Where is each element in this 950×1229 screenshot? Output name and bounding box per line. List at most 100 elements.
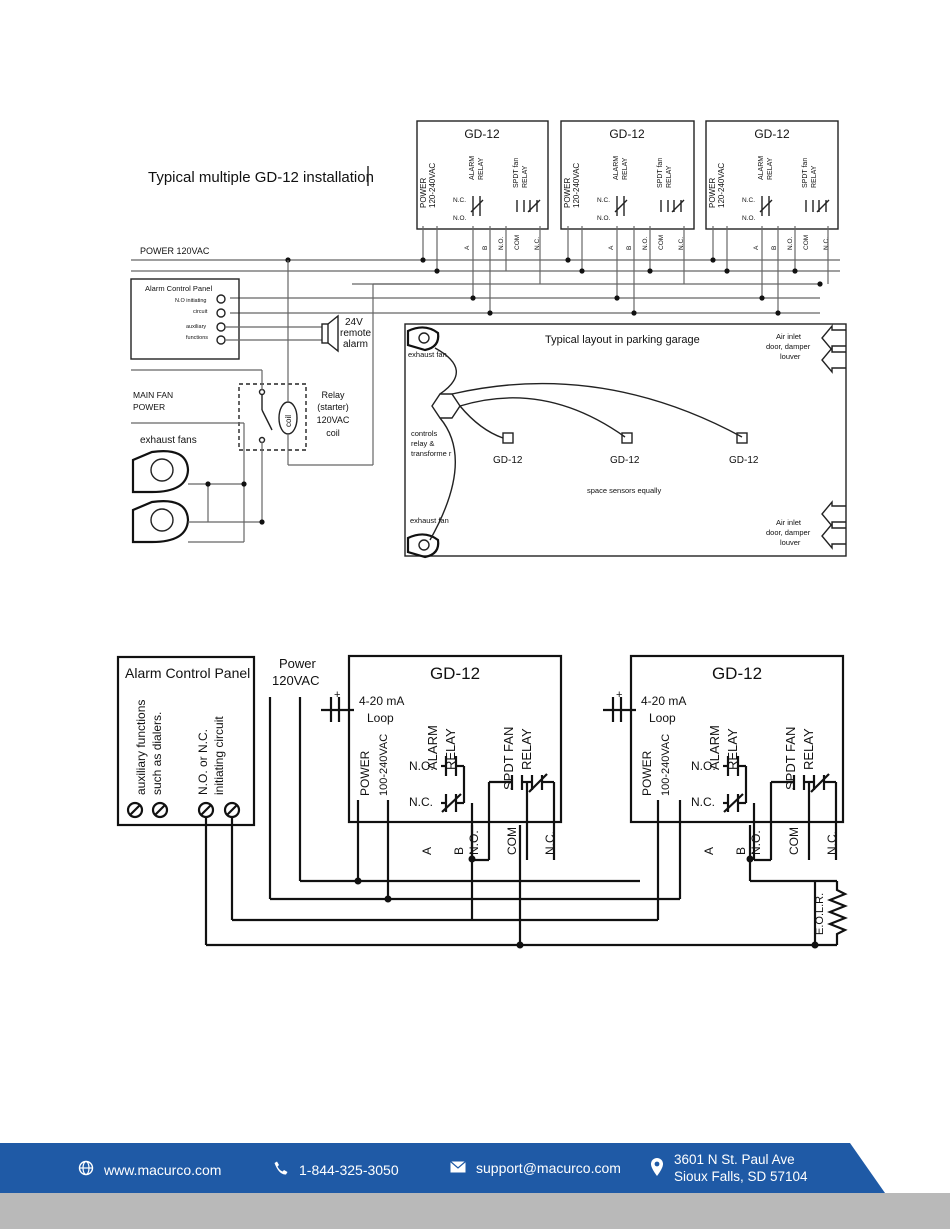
loop-label: 4-20 mA <box>359 694 404 708</box>
unit-nc-label: N.C. <box>453 197 466 204</box>
unit-terminal-label: B <box>626 246 633 250</box>
unit-terminal-label: N.O. <box>642 236 649 250</box>
terminal-label: N.O. <box>467 830 481 855</box>
unit-terminal-label: N.C. <box>823 237 830 250</box>
globe-icon <box>78 1160 94 1179</box>
init-label: N.O. or N.C. <box>196 729 210 795</box>
alarm-label: ALARM <box>707 725 722 770</box>
unit-alarm-label: ALARM <box>758 156 765 180</box>
relay-label: Relay <box>321 390 345 400</box>
remote-alarm-label: 24V <box>345 317 363 328</box>
init-label: initiating circuit <box>212 716 226 795</box>
air-inlet-label: louver <box>780 352 801 361</box>
bottom-gd12-unit-1: GD-12 <box>347 654 563 824</box>
loop-label: Loop <box>649 711 676 725</box>
footer-bar <box>0 1143 885 1193</box>
unit-spdt-label: SPDT fan <box>657 158 664 188</box>
unit-relay-label: RELAY <box>666 165 673 188</box>
terminal-label: N.O. <box>749 830 763 855</box>
garage-note: space sensors equally <box>587 486 661 495</box>
terminal-label: A <box>420 847 434 855</box>
bottom-alarm-panel: Alarm Control Panel auxiliary functions … <box>116 655 256 827</box>
garage-sensor-label: GD-12 <box>729 455 759 466</box>
power-label: 120VAC <box>272 673 319 688</box>
alarm-label: ALARM <box>425 725 440 770</box>
unit-voltage-label: 120-240VAC <box>717 163 726 208</box>
garage-sensor-label: GD-12 <box>493 455 523 466</box>
website-text[interactable]: www.macurco.com <box>104 1161 222 1178</box>
unit-terminal-label: B <box>771 246 778 250</box>
garage-sensor-label: GD-12 <box>610 455 640 466</box>
unit-no-label: N.O. <box>742 215 756 222</box>
air-inlet-label: Air inlet <box>776 332 802 341</box>
unit-relay-label: RELAY <box>811 165 818 188</box>
unit-spdt-label: SPDT fan <box>802 158 809 188</box>
loop-label: 4-20 mA <box>641 694 686 708</box>
unit-alarm-label: ALARM <box>613 156 620 180</box>
controls-label: relay & <box>411 439 434 448</box>
unit-no-label: N.O. <box>453 215 467 222</box>
top-alarm-panel: Alarm Control Panel N.O initiating circu… <box>130 278 240 360</box>
unit-power-label: POWER <box>419 178 428 208</box>
aux-label: auxiliary functions <box>134 700 148 795</box>
loop-plus-label: + <box>616 689 622 701</box>
phone-text[interactable]: 1-844-325-3050 <box>299 1161 399 1178</box>
unit-power-label: POWER <box>708 178 717 208</box>
garage-title: Typical layout in parking garage <box>545 334 700 346</box>
top-gd12-title: GD-12 <box>609 127 645 141</box>
footer-website[interactable]: www.macurco.com <box>78 1160 221 1179</box>
no-label: N.O. <box>691 759 716 773</box>
top-title: Typical multiple GD-12 installation <box>148 169 374 186</box>
unit-terminal-label: N.O. <box>787 236 794 250</box>
footer-email[interactable]: support@macurco.com <box>450 1160 621 1176</box>
air-inlet-arrows <box>821 324 846 550</box>
unit-no-label: N.O. <box>597 215 611 222</box>
power-120vac-label: POWER 120VAC <box>140 246 210 256</box>
footer: www.macurco.com 1-844-325-3050 support@m… <box>0 1143 950 1229</box>
envelope-icon <box>450 1160 466 1176</box>
top-alarm-line: circuit <box>193 309 208 315</box>
relay-label: RELAY <box>519 728 534 770</box>
unit-relay-label: RELAY <box>522 165 529 188</box>
garage-exhaust-label: exhaust fan <box>410 516 449 525</box>
unit-terminal-label: COM <box>803 235 810 250</box>
unit-terminal-label: N.C. <box>678 237 685 250</box>
top-gd12-unit-1: GD-12 <box>416 120 549 230</box>
unit-spdt-label: SPDT fan <box>513 158 520 188</box>
nc-label: N.C. <box>409 795 433 809</box>
top-alarm-line: functions <box>186 335 208 341</box>
footer-address: 3601 N St. Paul Ave Sioux Falls, SD 5710… <box>650 1151 808 1185</box>
loop-label: Loop <box>367 711 394 725</box>
unit-terminal-label: N.C. <box>534 237 541 250</box>
eolr-label: E.O.L.R. <box>814 893 826 935</box>
no-label: N.O. <box>409 759 434 773</box>
loop-plus-label: + <box>334 689 340 701</box>
unit-relay-label: RELAY <box>622 157 629 180</box>
top-alarm-panel-title: Alarm Control Panel <box>145 284 212 293</box>
exhaust-fan-icon <box>131 500 190 544</box>
email-text[interactable]: support@macurco.com <box>476 1160 621 1176</box>
unit-nc-label: N.C. <box>742 197 755 204</box>
address-line-2: Sioux Falls, SD 57104 <box>674 1169 808 1184</box>
address-line-1: 3601 N St. Paul Ave <box>674 1152 795 1167</box>
terminal-label: B <box>734 847 748 855</box>
phone-icon <box>273 1160 289 1179</box>
power-terminal-label: POWER <box>640 750 654 796</box>
top-gd12-unit-2: GD-12 <box>560 120 695 230</box>
unit-terminal-label: COM <box>514 235 521 250</box>
power-label: Power <box>279 656 317 671</box>
voltage-label: 100-240VAC <box>660 734 672 796</box>
unit-terminal-label: A <box>464 245 471 250</box>
unit-alarm-label: ALARM <box>469 156 476 180</box>
garage-exhaust-label: exhaust fan <box>408 350 447 359</box>
unit-terminal-label: A <box>753 245 760 250</box>
footer-phone[interactable]: 1-844-325-3050 <box>273 1160 399 1179</box>
spdt-label: SPDT FAN <box>501 727 516 790</box>
top-gd12-unit-3: GD-12 <box>705 120 839 230</box>
bottom-gd12-title: GD-12 <box>712 664 762 683</box>
air-inlet-label: Air inlet <box>776 518 802 527</box>
controls-label: controls <box>411 429 438 438</box>
top-alarm-line: auxiliary <box>186 324 206 330</box>
aux-label: such as dialers. <box>150 712 164 795</box>
unit-terminal-label: A <box>608 245 615 250</box>
